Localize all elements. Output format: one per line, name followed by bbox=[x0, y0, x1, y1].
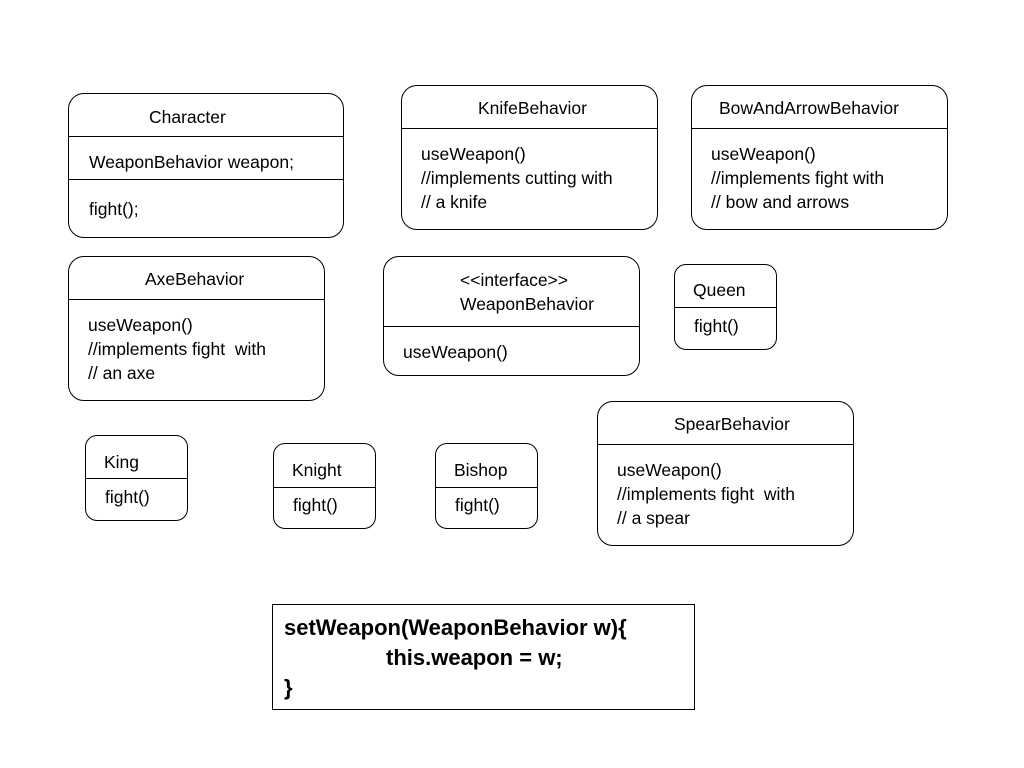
class-character-field: WeaponBehavior weapon; bbox=[89, 152, 294, 172]
class-character: Character WeaponBehavior weapon; fight()… bbox=[68, 93, 344, 238]
class-queen-name: Queen bbox=[693, 280, 746, 300]
class-spear-behavior: SpearBehavior useWeapon() //implements f… bbox=[597, 401, 854, 546]
class-knife-behavior: KnifeBehavior useWeapon() //implements c… bbox=[401, 85, 658, 230]
class-character-method: fight(); bbox=[89, 199, 139, 219]
class-knight: Knight fight() bbox=[273, 443, 376, 529]
class-king-methods: fight() bbox=[86, 478, 187, 509]
class-character-name-section: Character bbox=[69, 94, 343, 136]
class-axe-behavior: AxeBehavior useWeapon() //implements fig… bbox=[68, 256, 325, 401]
class-bishop-method: fight() bbox=[455, 495, 500, 515]
class-queen-name-section: Queen bbox=[675, 265, 776, 307]
class-queen: Queen fight() bbox=[674, 264, 777, 350]
class-bow-and-arrow-behavior-body: useWeapon() //implements fight with // b… bbox=[692, 128, 947, 214]
class-axe-behavior-name-section: AxeBehavior bbox=[69, 257, 324, 299]
class-knight-name-section: Knight bbox=[274, 444, 375, 487]
class-queen-method: fight() bbox=[694, 316, 739, 336]
code-line: } bbox=[284, 675, 293, 700]
class-knife-behavior-line: //implements cutting with bbox=[421, 168, 613, 188]
class-king-method: fight() bbox=[105, 487, 150, 507]
class-bow-and-arrow-behavior-name: BowAndArrowBehavior bbox=[719, 98, 899, 118]
class-bishop-methods: fight() bbox=[436, 487, 537, 517]
class-bishop: Bishop fight() bbox=[435, 443, 538, 529]
class-knife-behavior-name-section: KnifeBehavior bbox=[402, 86, 657, 128]
class-knife-behavior-name: KnifeBehavior bbox=[478, 98, 587, 118]
class-bow-and-arrow-behavior-line: useWeapon() bbox=[711, 144, 816, 164]
class-axe-behavior-line: //implements fight with bbox=[88, 339, 266, 359]
class-queen-methods: fight() bbox=[675, 307, 776, 338]
class-knife-behavior-line: // a knife bbox=[421, 192, 488, 212]
interface-weapon-behavior-method: useWeapon() bbox=[403, 342, 508, 362]
class-bishop-name: Bishop bbox=[454, 460, 508, 480]
class-spear-behavior-name: SpearBehavior bbox=[674, 414, 790, 434]
interface-weapon-behavior-methods: useWeapon() bbox=[384, 326, 639, 364]
class-spear-behavior-body: useWeapon() //implements fight with // a… bbox=[598, 444, 853, 530]
set-weapon-code-box: setWeapon(WeaponBehavior w){ this.weapon… bbox=[272, 604, 695, 710]
class-king: King fight() bbox=[85, 435, 188, 521]
interface-weapon-behavior-name-section: <<interface>> WeaponBehavior bbox=[384, 257, 639, 326]
code-line: setWeapon(WeaponBehavior w){ bbox=[284, 615, 627, 640]
interface-stereotype: <<interface>> bbox=[460, 270, 568, 290]
class-knife-behavior-body: useWeapon() //implements cutting with //… bbox=[402, 128, 657, 214]
class-axe-behavior-line: // an axe bbox=[88, 363, 156, 383]
class-king-name-section: King bbox=[86, 436, 187, 478]
class-spear-behavior-line: //implements fight with bbox=[617, 484, 795, 504]
class-bow-and-arrow-behavior-line: //implements fight with bbox=[711, 168, 885, 188]
class-spear-behavior-line: useWeapon() bbox=[617, 460, 722, 480]
class-spear-behavior-line: // a spear bbox=[617, 508, 690, 528]
class-axe-behavior-name: AxeBehavior bbox=[145, 269, 245, 289]
code-line: this.weapon = w; bbox=[386, 645, 563, 670]
class-character-fields: WeaponBehavior weapon; bbox=[69, 136, 343, 179]
class-axe-behavior-body: useWeapon() //implements fight with // a… bbox=[69, 299, 324, 385]
class-character-methods: fight(); bbox=[69, 179, 343, 221]
class-bishop-name-section: Bishop bbox=[436, 444, 537, 487]
class-bow-and-arrow-behavior-name-section: BowAndArrowBehavior bbox=[692, 86, 947, 128]
interface-weapon-behavior: <<interface>> WeaponBehavior useWeapon() bbox=[383, 256, 640, 376]
class-knight-method: fight() bbox=[293, 495, 338, 515]
class-spear-behavior-name-section: SpearBehavior bbox=[598, 402, 853, 444]
class-bow-and-arrow-behavior: BowAndArrowBehavior useWeapon() //implem… bbox=[691, 85, 948, 230]
class-character-name: Character bbox=[149, 107, 226, 127]
class-axe-behavior-line: useWeapon() bbox=[88, 315, 193, 335]
class-knight-name: Knight bbox=[292, 460, 342, 480]
class-king-name: King bbox=[104, 452, 140, 472]
class-knight-methods: fight() bbox=[274, 487, 375, 517]
interface-weapon-behavior-name: WeaponBehavior bbox=[460, 294, 594, 314]
class-bow-and-arrow-behavior-line: // bow and arrows bbox=[711, 192, 850, 212]
class-knife-behavior-line: useWeapon() bbox=[421, 144, 526, 164]
